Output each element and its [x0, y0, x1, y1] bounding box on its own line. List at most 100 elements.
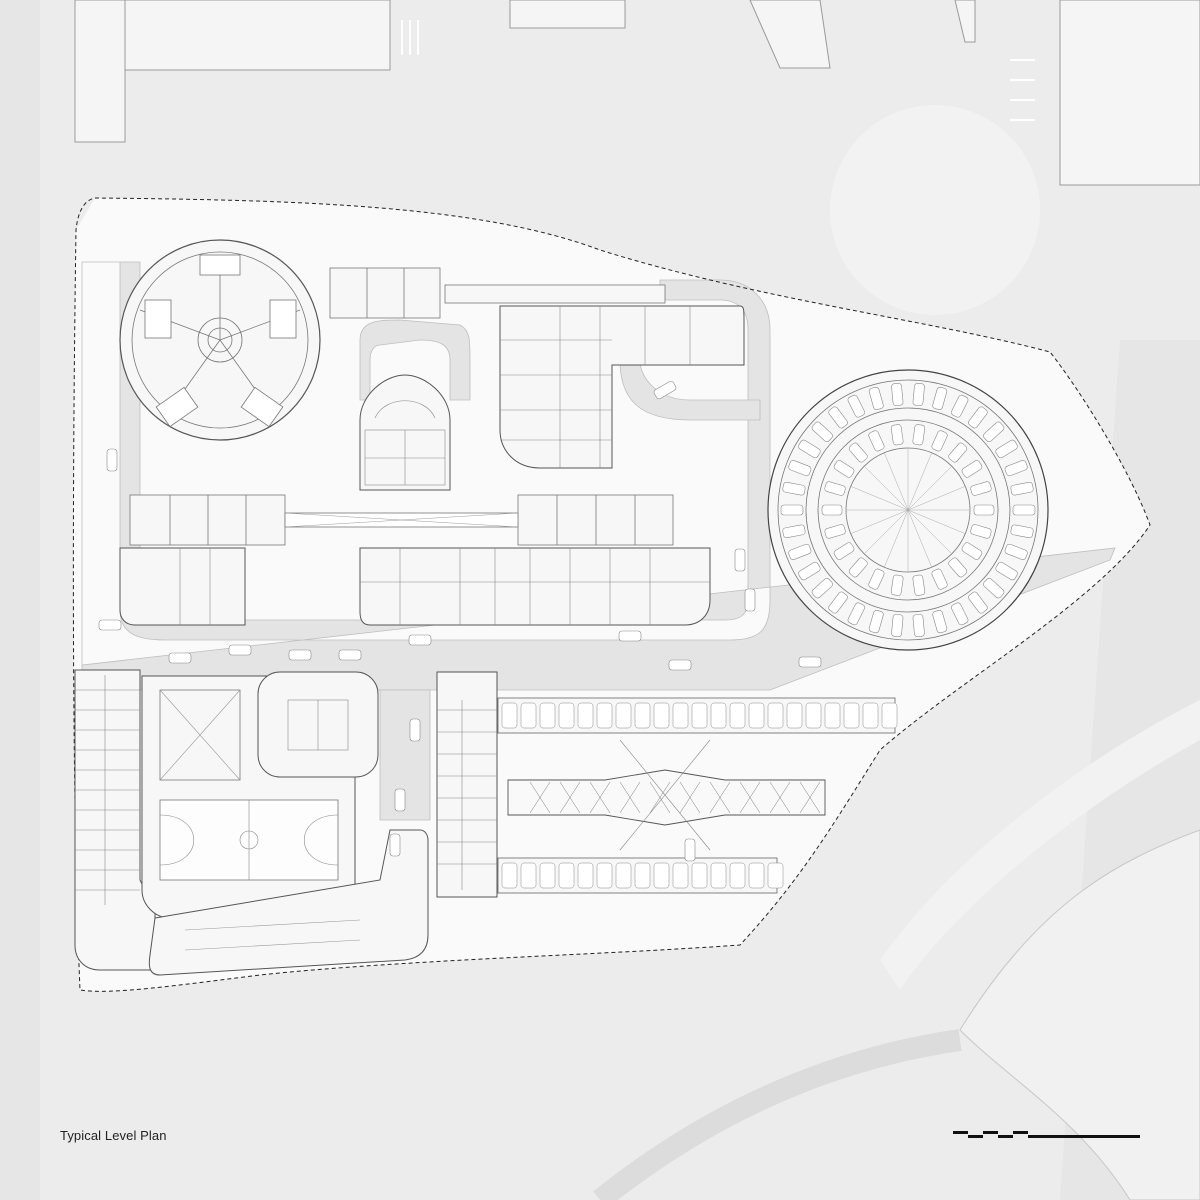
parking-stall: [634, 862, 651, 889]
parking-car: [847, 394, 865, 418]
road-car: [618, 630, 642, 642]
scale-bar-segment: [968, 1135, 983, 1138]
parking-car: [780, 504, 804, 516]
road-car: [798, 656, 822, 668]
road-car: [734, 548, 746, 572]
parking-car: [1010, 481, 1034, 496]
parking-car: [912, 614, 925, 637]
parking-car: [912, 424, 926, 446]
scale-bar-segment: [998, 1135, 1013, 1138]
parking-stall: [881, 702, 898, 729]
parking-car: [798, 439, 821, 459]
parking-stall: [748, 702, 765, 729]
parking-car: [798, 561, 821, 581]
drawing-caption: Typical Level Plan: [60, 1128, 167, 1143]
parking-car: [951, 602, 969, 626]
road-car: [168, 652, 192, 664]
parking-car: [983, 421, 1005, 443]
parking-car: [868, 430, 885, 452]
parking-stall: [767, 702, 784, 729]
central-arched-building: [359, 374, 451, 491]
parking-stall: [577, 702, 594, 729]
east-parking-rows: [497, 697, 898, 894]
parking-stall: [729, 862, 746, 889]
parking-car: [848, 557, 868, 578]
parking-stall: [672, 862, 689, 889]
parking-stall: [501, 702, 518, 729]
parking-car: [833, 460, 855, 478]
context-buildings: [74, 0, 1200, 186]
parking-car: [1004, 543, 1028, 560]
road-car: [288, 649, 312, 661]
parking-car: [948, 557, 968, 578]
road-car: [668, 659, 692, 671]
circular-parking-structure: [767, 369, 1049, 651]
scale-bar-segment: [983, 1131, 998, 1134]
parking-car: [788, 543, 812, 560]
parking-car: [970, 524, 992, 539]
west-residential-wing: [74, 669, 156, 971]
solar-canopy-top: [329, 267, 666, 319]
parking-stall: [539, 862, 556, 889]
parking-car: [1010, 524, 1034, 539]
round-pavilion-building: [119, 239, 321, 441]
road-cars: [98, 380, 822, 862]
parking-car: [931, 568, 948, 590]
parking-stall: [824, 702, 841, 729]
parking-stall: [729, 702, 746, 729]
road-car: [684, 838, 696, 862]
parking-stall: [672, 702, 689, 729]
road-car: [408, 634, 432, 646]
parking-car: [912, 383, 925, 406]
parking-car: [833, 542, 855, 560]
scale-bar-segment: [1013, 1131, 1028, 1134]
parking-stall: [843, 702, 860, 729]
parking-stall: [653, 862, 670, 889]
parking-car: [995, 439, 1018, 459]
office-wing-northeast: [499, 305, 745, 469]
parking-car: [811, 577, 833, 599]
parking-stall: [786, 702, 803, 729]
parking-stall: [501, 862, 518, 889]
parking-stall: [748, 862, 765, 889]
parking-car: [868, 386, 884, 410]
parking-stall: [710, 702, 727, 729]
road-car: [98, 619, 122, 631]
parking-car: [821, 504, 843, 516]
east-residential-strip: [436, 671, 498, 898]
road-car: [744, 588, 756, 612]
parking-stall: [653, 702, 670, 729]
road-car: [106, 448, 118, 472]
parking-stall: [520, 702, 537, 729]
parking-car: [931, 430, 948, 452]
truss-canopy: [507, 739, 826, 851]
road-car: [409, 718, 421, 742]
parking-car: [868, 568, 885, 590]
parking-car: [932, 386, 948, 410]
parking-car: [890, 424, 904, 446]
parking-stall: [805, 702, 822, 729]
parking-car: [811, 421, 833, 443]
parking-car: [824, 524, 846, 539]
scale-bar: [953, 1131, 1140, 1138]
parking-car: [932, 610, 948, 634]
parking-stall: [520, 862, 537, 889]
context-parking-stripes: [401, 20, 1035, 121]
parking-car: [828, 406, 848, 429]
parking-car: [912, 574, 926, 596]
parking-stall: [691, 702, 708, 729]
parking-car: [968, 591, 988, 614]
parking-car: [847, 602, 865, 626]
parking-car: [782, 524, 806, 539]
road-car: [653, 380, 677, 400]
parking-stall: [634, 702, 651, 729]
parking-car: [891, 383, 904, 406]
parking-stall: [691, 862, 708, 889]
scale-bar-segment: [1028, 1135, 1140, 1138]
road-car: [228, 644, 252, 656]
parking-car: [961, 542, 983, 560]
parking-car: [968, 406, 988, 429]
parking-car: [948, 442, 968, 463]
middle-office-building: [119, 547, 711, 626]
